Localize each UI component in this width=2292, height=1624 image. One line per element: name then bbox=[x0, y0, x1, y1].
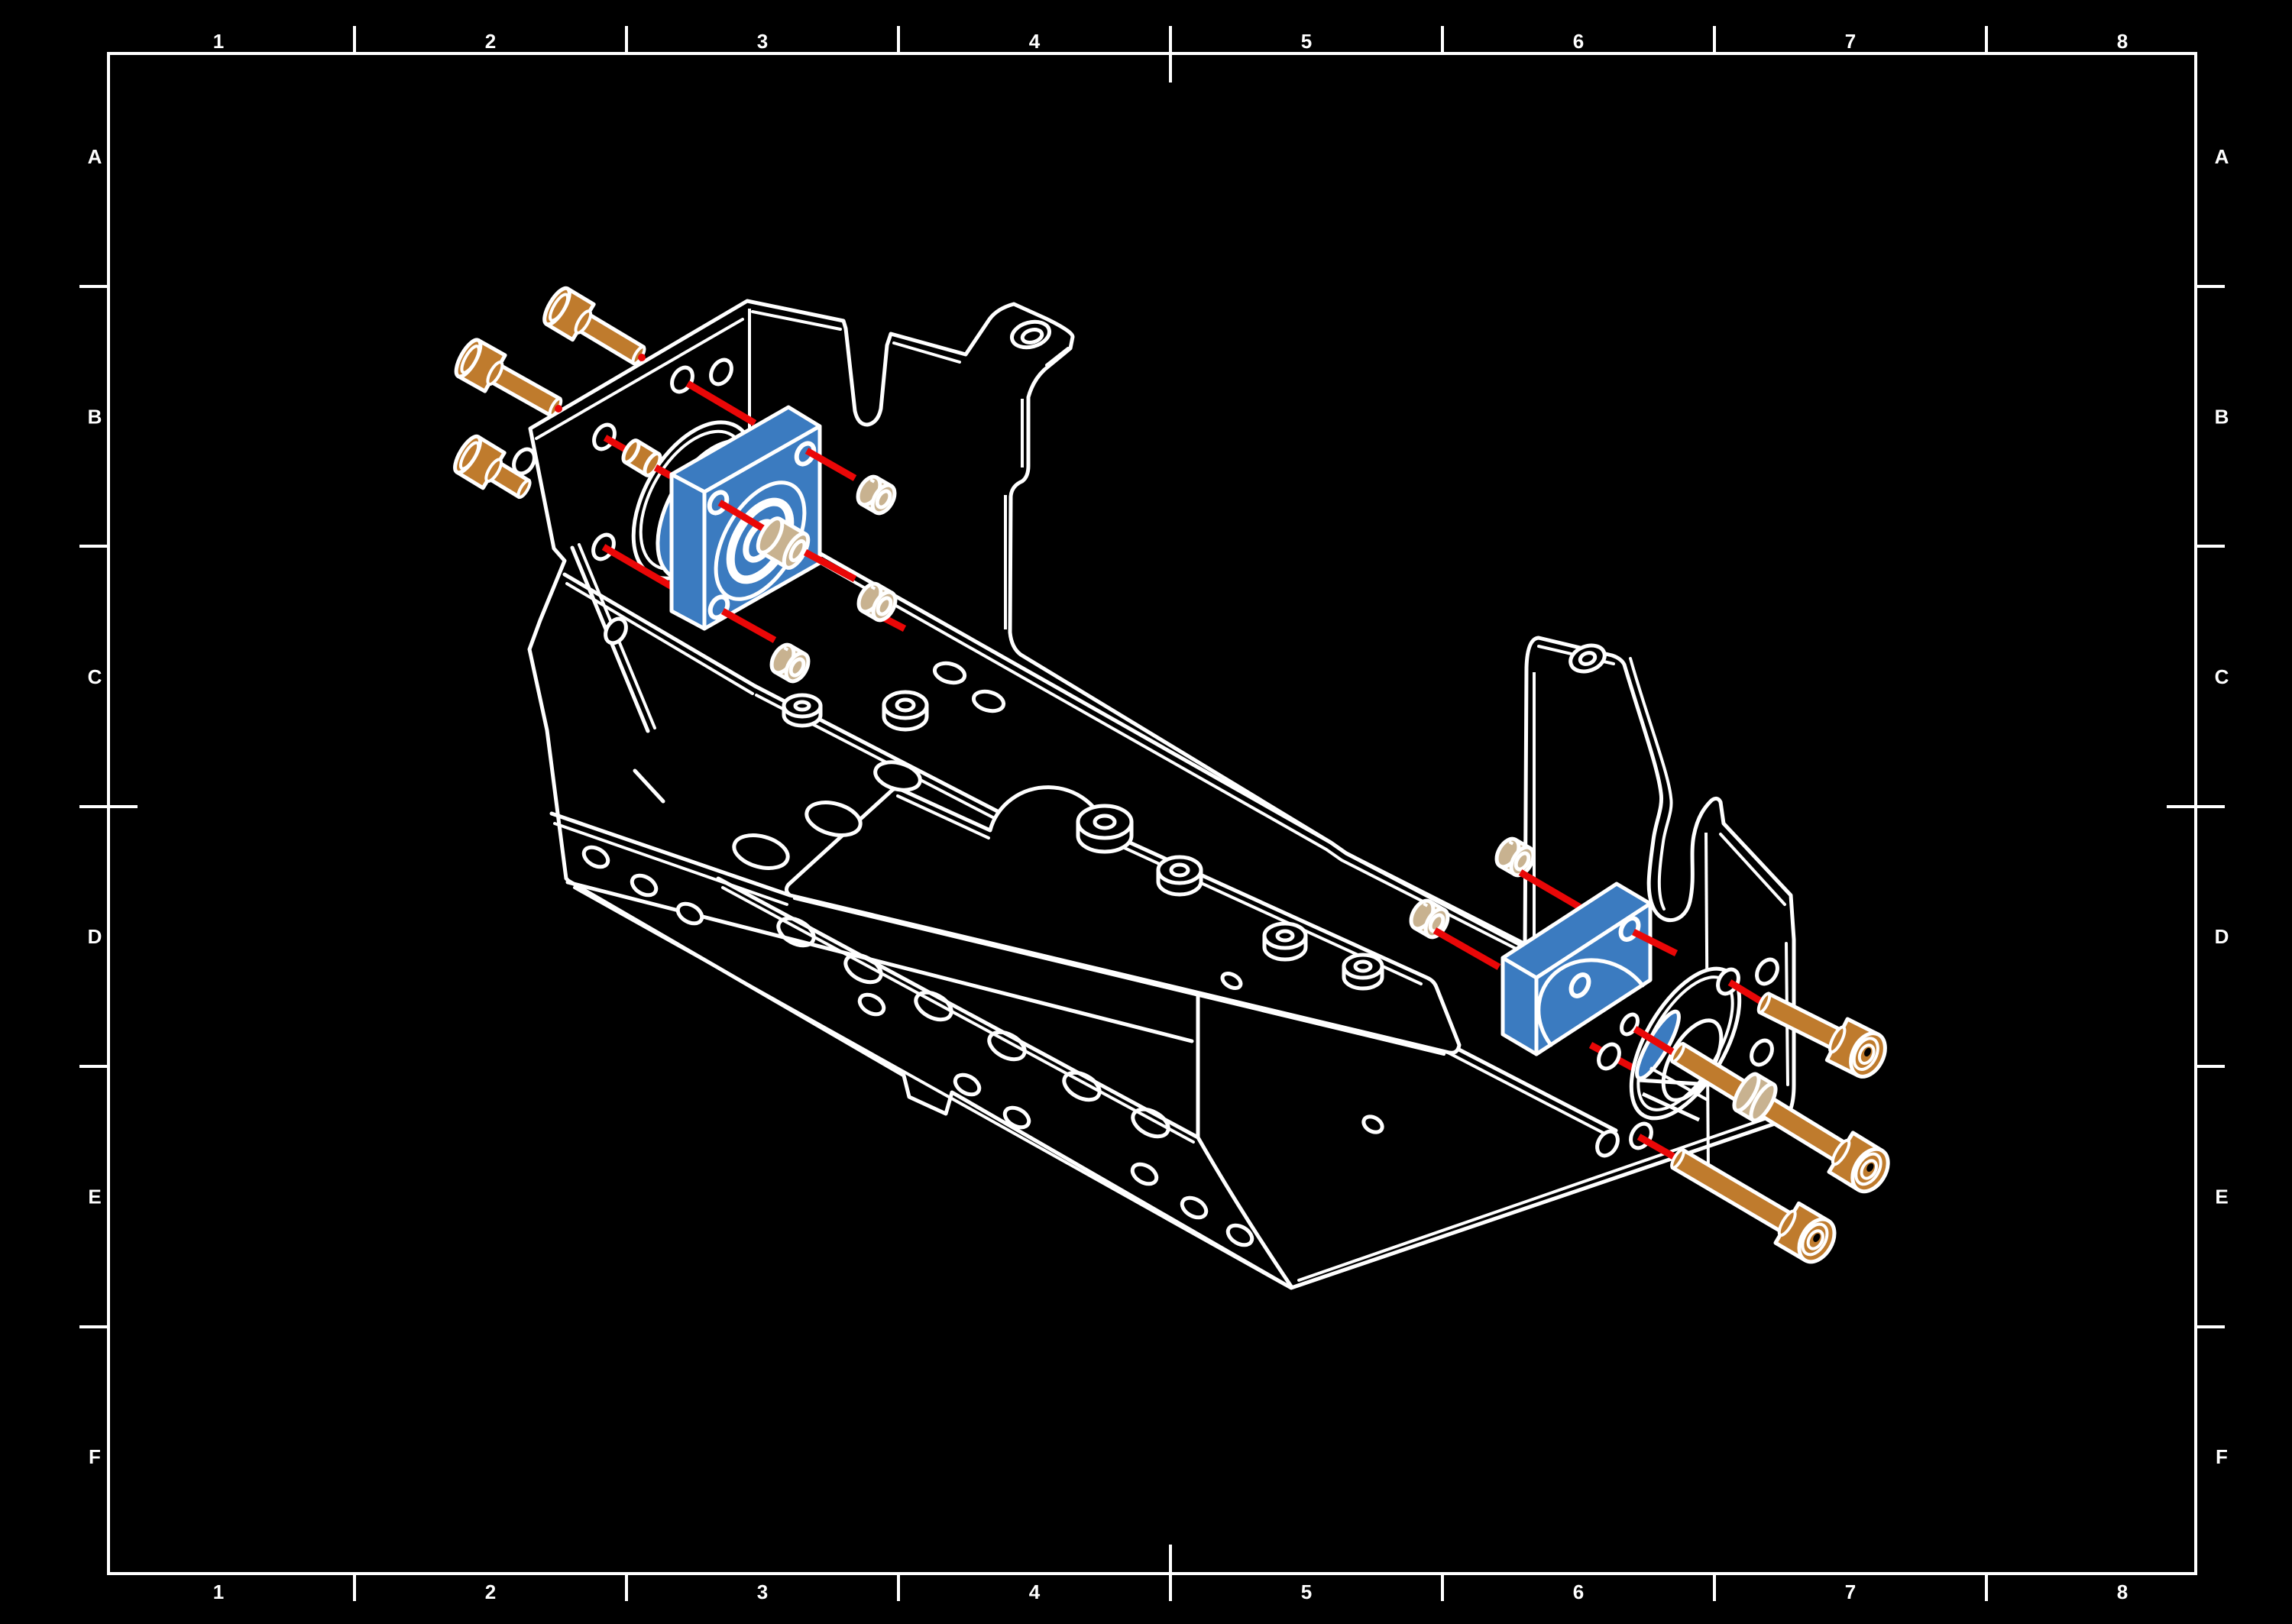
svg-text:8: 8 bbox=[2117, 1580, 2128, 1603]
svg-text:8: 8 bbox=[2117, 30, 2128, 53]
svg-text:6: 6 bbox=[1573, 30, 1584, 53]
svg-text:6: 6 bbox=[1573, 1580, 1584, 1603]
svg-text:B: B bbox=[2215, 405, 2229, 428]
svg-text:5: 5 bbox=[1301, 30, 1312, 53]
svg-text:2: 2 bbox=[485, 30, 496, 53]
svg-text:C: C bbox=[2215, 665, 2229, 688]
svg-text:E: E bbox=[88, 1186, 101, 1208]
svg-text:F: F bbox=[89, 1445, 101, 1468]
svg-text:3: 3 bbox=[757, 1580, 768, 1603]
svg-text:1: 1 bbox=[213, 30, 224, 53]
svg-text:D: D bbox=[2215, 925, 2229, 948]
svg-text:E: E bbox=[2215, 1186, 2228, 1208]
svg-text:2: 2 bbox=[485, 1580, 496, 1603]
svg-text:7: 7 bbox=[1845, 30, 1856, 53]
svg-text:7: 7 bbox=[1845, 1580, 1856, 1603]
svg-text:4: 4 bbox=[1029, 1580, 1041, 1603]
svg-text:F: F bbox=[2216, 1445, 2228, 1468]
svg-text:D: D bbox=[88, 925, 102, 948]
svg-text:A: A bbox=[88, 145, 102, 168]
svg-text:1: 1 bbox=[213, 1580, 224, 1603]
svg-text:B: B bbox=[88, 405, 102, 428]
svg-text:5: 5 bbox=[1301, 1580, 1312, 1603]
svg-text:4: 4 bbox=[1029, 30, 1041, 53]
svg-text:C: C bbox=[88, 665, 102, 688]
svg-text:A: A bbox=[2215, 145, 2229, 168]
svg-text:3: 3 bbox=[757, 30, 768, 53]
